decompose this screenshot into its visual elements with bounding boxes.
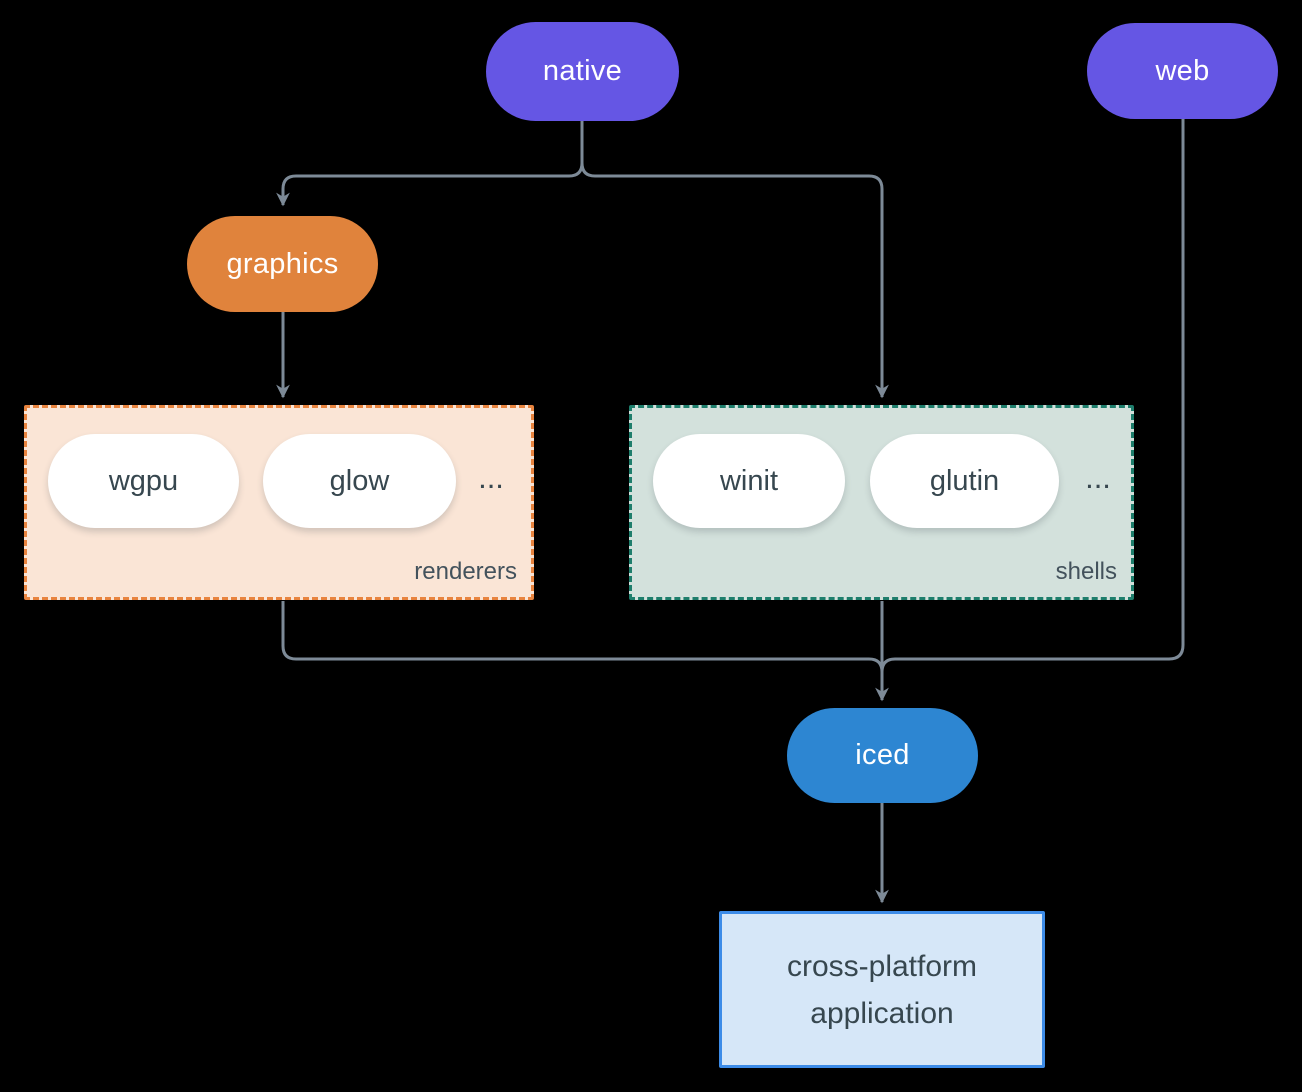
pill-winit-label: winit xyxy=(719,464,778,497)
pill-wgpu: wgpu xyxy=(48,434,239,528)
edge-native-graphics xyxy=(276,121,584,207)
application-label-line1: cross-platform xyxy=(786,949,978,983)
shells-ellipsis: ... xyxy=(1085,460,1111,495)
node-iced: iced xyxy=(787,708,978,803)
pill-wgpu-label: wgpu xyxy=(108,464,179,497)
edge-native-shells xyxy=(580,121,889,399)
pill-glow-label: glow xyxy=(329,464,390,497)
application-label-line2: application xyxy=(810,996,954,1030)
shells-group-label: shells xyxy=(1055,558,1117,585)
pill-winit: winit xyxy=(653,434,845,528)
pill-glow: glow xyxy=(263,434,456,528)
pill-glutin-label: glutin xyxy=(929,464,1000,497)
node-native: native xyxy=(486,22,679,121)
group-shells: winit glutin ... shells xyxy=(629,405,1134,600)
node-cross-platform-application: cross-platform application xyxy=(719,911,1045,1068)
node-web: web xyxy=(1087,23,1278,119)
renderers-group-label: renderers xyxy=(414,558,517,585)
node-iced-label: iced xyxy=(855,739,910,771)
pill-glutin: glutin xyxy=(870,434,1059,528)
node-graphics-label: graphics xyxy=(226,247,339,280)
node-graphics: graphics xyxy=(187,216,378,312)
edge-renderers-merge xyxy=(281,601,884,673)
node-web-label: web xyxy=(1155,54,1210,87)
renderers-ellipsis: ... xyxy=(478,460,504,495)
group-renderers: wgpu glow ... renderers xyxy=(24,405,534,600)
node-native-label: native xyxy=(542,55,623,87)
